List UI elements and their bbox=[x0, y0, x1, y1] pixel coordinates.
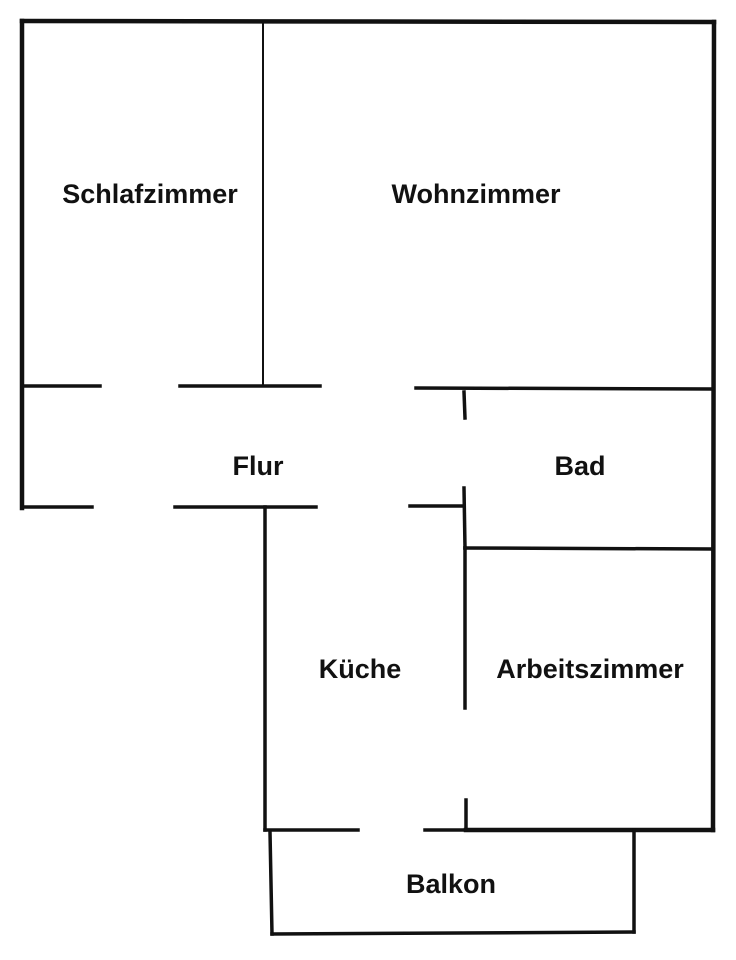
outer-walls bbox=[19, 18, 717, 833]
balkon-wall-left bbox=[268, 830, 274, 936]
kueche-arbeitszimmer-walls bbox=[263, 505, 468, 832]
bad-wall-bottom bbox=[463, 546, 715, 551]
bad-walls bbox=[462, 390, 715, 551]
room-label-arbeitszimmer: Arbeitszimmer bbox=[496, 654, 684, 684]
room-label-kueche: Küche bbox=[319, 654, 402, 684]
outer-wall-right bbox=[710, 19, 717, 833]
room-label-flur: Flur bbox=[233, 451, 284, 481]
balkon-walls bbox=[268, 828, 636, 936]
room-label-wohnzimmer: Wohnzimmer bbox=[391, 179, 561, 209]
bad-door-jamb-top bbox=[462, 390, 467, 420]
bad-wall-left-lower bbox=[462, 486, 467, 550]
room-label-bad: Bad bbox=[554, 451, 605, 481]
outer-wall-top bbox=[19, 18, 717, 25]
room-label-balkon: Balkon bbox=[406, 869, 496, 899]
corridor-lower-wall bbox=[20, 504, 466, 509]
corridor-upper-wall-segment bbox=[414, 386, 715, 391]
balkon-wall-bottom bbox=[270, 930, 636, 936]
room-label-schlafzimmer: Schlafzimmer bbox=[62, 179, 238, 209]
corridor-upper-wall bbox=[20, 384, 715, 391]
